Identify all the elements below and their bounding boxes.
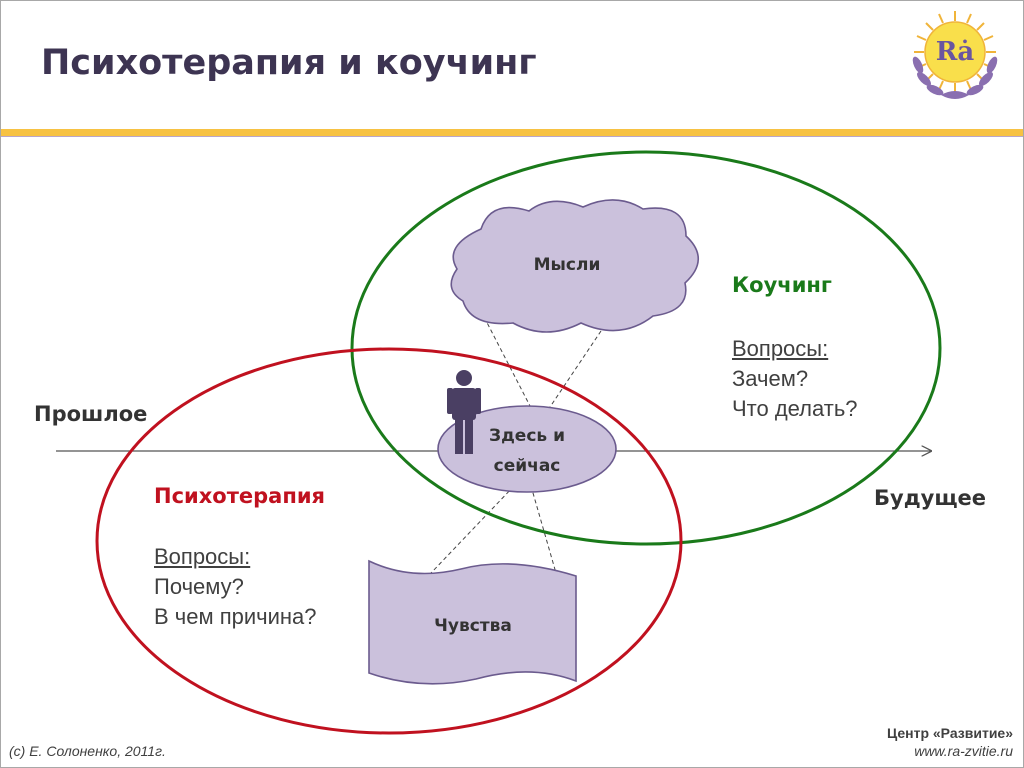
coaching-question-2: Что делать? xyxy=(732,396,858,421)
feelings-label: Чувства xyxy=(434,616,512,636)
title-divider-line xyxy=(1,136,1023,137)
website-link[interactable]: www.ra-zvitie.ru xyxy=(914,743,1013,759)
logo-text: Rȧ xyxy=(936,37,975,67)
coaching-question-1: Зачем? xyxy=(732,366,809,391)
psychotherapy-heading: Психотерапия xyxy=(154,484,326,508)
person-icon xyxy=(447,370,481,454)
copyright-text: (c) Е. Солоненко, 2011г. xyxy=(9,743,166,759)
psychotherapy-question-2: В чем причина? xyxy=(154,604,317,629)
past-label: Прошлое xyxy=(34,402,148,426)
thoughts-cloud xyxy=(450,199,700,333)
here-now-ellipse xyxy=(437,405,617,493)
psychotherapy-questions-label: Вопросы: xyxy=(154,544,251,569)
thoughts-label: Мысли xyxy=(533,255,601,275)
ra-logo-icon: Rȧ xyxy=(912,11,998,99)
coaching-heading: Коучинг xyxy=(732,273,832,297)
coaching-questions-label: Вопросы: xyxy=(732,336,829,361)
here-now-label-line1: Здесь и xyxy=(489,426,565,446)
organization-name: Центр «Развитие» xyxy=(886,725,1013,741)
feelings-banner xyxy=(368,559,577,685)
page-title: Психотерапия и коучинг xyxy=(41,43,537,83)
coaching-circle xyxy=(350,150,942,546)
dashed-connectors xyxy=(430,310,602,574)
psychotherapy-circle xyxy=(95,347,683,735)
here-now-label-line2: сейчас xyxy=(493,456,561,476)
psychotherapy-question-1: Почему? xyxy=(154,574,244,599)
title-divider xyxy=(1,129,1023,136)
future-label: Будущее xyxy=(874,486,987,510)
